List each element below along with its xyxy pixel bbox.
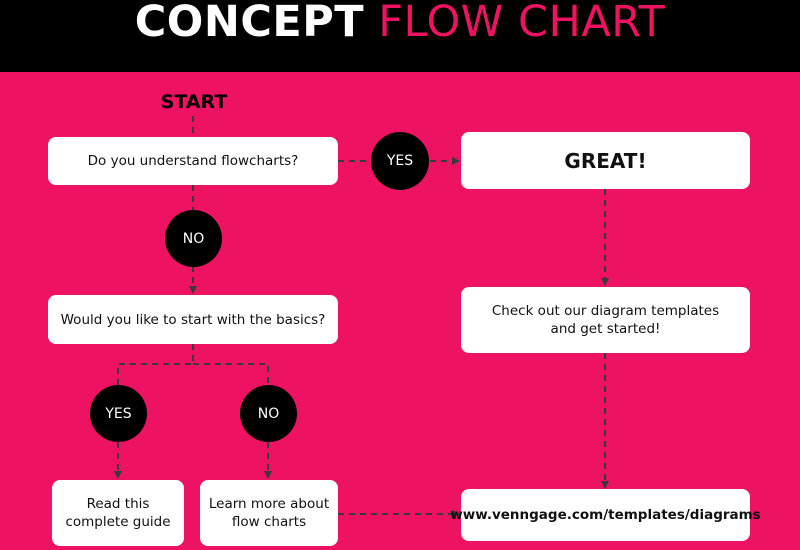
decision-no-1-label: NO: [182, 230, 205, 247]
title-concept: CONCEPT: [134, 0, 365, 47]
decision-yes-2-label: YES: [105, 405, 132, 422]
decision-yes-1-label: YES: [386, 153, 414, 169]
start-label: START: [160, 91, 228, 113]
read-guide-line2: complete guide: [65, 514, 171, 530]
great-text: GREAT!: [564, 148, 647, 173]
decision-no-1: NO: [165, 210, 222, 267]
learn-more-line1: Learn more about: [208, 496, 330, 512]
connector-question2-branch: [117, 344, 194, 385]
title-flow-chart: FLOW CHART: [378, 0, 666, 47]
diagram-templates-line2: and get started!: [550, 321, 661, 337]
learn-more-text: Learn more about flow charts: [209, 495, 329, 531]
great-box: GREAT!: [461, 132, 750, 189]
question-start-with-basics: Would you like to start with the basics?: [48, 295, 338, 344]
title-bar: [0, 0, 800, 72]
learn-more-box: Learn more about flow charts: [200, 480, 338, 546]
url-text: www.venngage.com/templates/diagrams: [450, 507, 761, 523]
decision-no-2: NO: [240, 385, 297, 442]
decision-yes-1: YES: [371, 132, 429, 190]
question-start-with-basics-text: Would you like to start with the basics?: [60, 311, 326, 328]
read-guide-box: Read this complete guide: [52, 480, 184, 546]
page-title: CONCEPT FLOW CHART: [0, 0, 800, 46]
diagram-templates-box: Check out our diagram templates and get …: [461, 287, 750, 353]
connector-question2-branch-right: [193, 363, 269, 385]
question-understand-flowcharts-text: Do you understand flowcharts?: [87, 153, 299, 169]
url-box: www.venngage.com/templates/diagrams: [450, 489, 761, 541]
read-guide-text: Read this complete guide: [65, 495, 170, 531]
read-guide-line1: Read this: [86, 496, 150, 512]
learn-more-line2: flow charts: [231, 514, 307, 530]
diagram-templates-line1: Check out our diagram templates: [491, 303, 720, 319]
question-understand-flowcharts: Do you understand flowcharts?: [48, 137, 338, 185]
decision-yes-2: YES: [90, 385, 147, 442]
diagram-templates-text: Check out our diagram templates and get …: [492, 302, 719, 338]
decision-no-2-label: NO: [257, 405, 280, 422]
